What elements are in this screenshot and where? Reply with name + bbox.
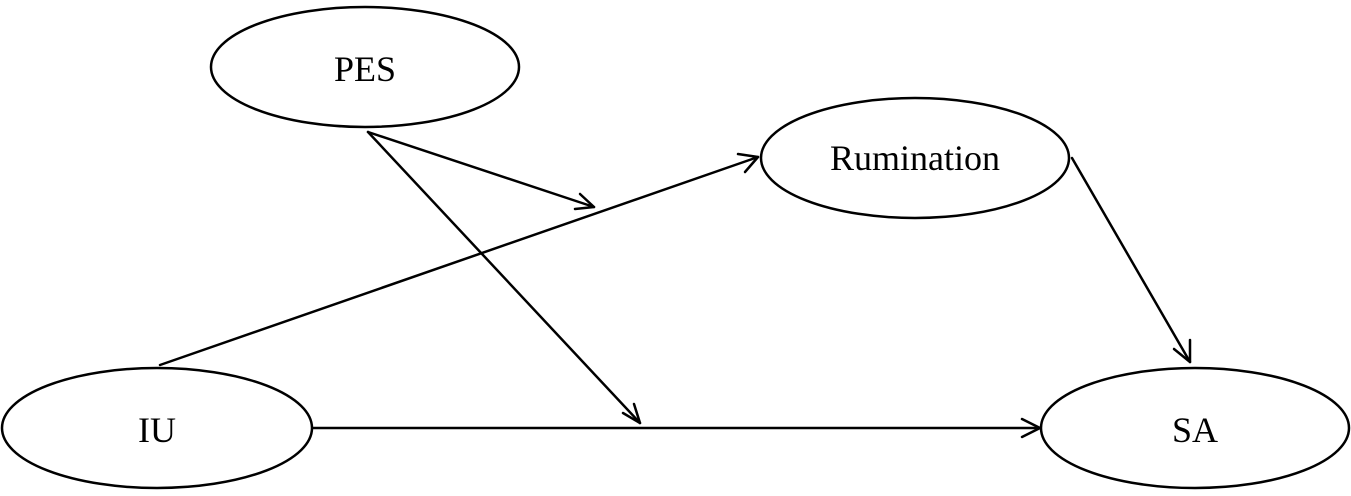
node-rumination-label: Rumination [830, 138, 1000, 178]
node-pes-ellipse [209, 5, 521, 129]
node-pes: PES [209, 5, 521, 129]
node-rumination-ellipse [759, 96, 1071, 220]
node-sa-ellipse [1039, 366, 1351, 490]
node-rumination: Rumination [759, 96, 1071, 220]
node-iu-label: IU [138, 410, 176, 450]
edge-iu-to-sa [311, 417, 1042, 439]
edges [158, 130, 1192, 439]
node-iu-ellipse [0, 366, 314, 490]
node-iu: IU [0, 366, 314, 490]
edge-pes-moderates-iu-sa [366, 130, 642, 425]
node-sa-label: SA [1172, 410, 1218, 450]
node-pes-label: PES [334, 49, 396, 89]
edge-rumination-to-sa [1070, 156, 1192, 364]
edge-pes-moderates-iu-rumination [366, 130, 596, 211]
edge-iu-to-rumination [158, 152, 760, 367]
node-sa: SA [1039, 366, 1351, 490]
